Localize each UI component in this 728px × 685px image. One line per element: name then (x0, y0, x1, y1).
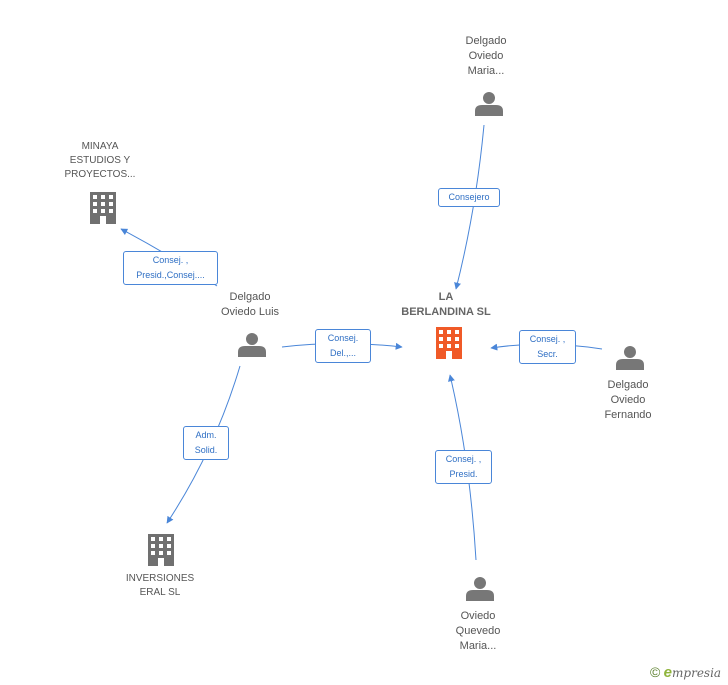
person-icon[interactable] (616, 346, 644, 370)
node-label-delgado-fernando[interactable]: Delgado Oviedo Fernando (578, 378, 678, 423)
label-line: Delgado (607, 379, 649, 391)
building-icon[interactable] (436, 327, 462, 359)
relation-line: Adm. (195, 430, 217, 440)
relation-line: Solid. (194, 445, 218, 455)
label-line: Fernando (604, 409, 652, 421)
relation-badge-luis-berlandina[interactable]: Consej. Del.,... (315, 329, 371, 363)
label-line: Quevedo (455, 625, 501, 637)
relation-badge-consejero[interactable]: Consejero (438, 188, 500, 207)
node-label-oviedo-maria[interactable]: Oviedo Quevedo Maria... (428, 609, 528, 654)
relation-line: Secr. (537, 349, 558, 359)
label-line: Oviedo (468, 50, 504, 62)
label-line: MINAYA (81, 141, 119, 152)
brand-footer[interactable]: © empresia (650, 664, 721, 682)
label-line: BERLANDINA SL (401, 306, 491, 318)
label-line: Oviedo (460, 610, 496, 622)
relation-badge-oviedo-berlandina[interactable]: Consej. , Presid. (435, 450, 492, 484)
relation-badge-luis-minaya[interactable]: Consej. , Presid.,Consej.... (123, 251, 218, 285)
person-icon[interactable] (466, 577, 494, 601)
node-label-minaya[interactable]: MINAYA ESTUDIOS Y PROYECTOS... (50, 140, 150, 182)
copyright-icon: © (650, 664, 661, 680)
relation-line: Consej. , (529, 334, 566, 344)
label-line: INVERSIONES (125, 573, 195, 584)
label-line: Oviedo (610, 394, 646, 406)
node-label-delgado-luis[interactable]: Delgado Oviedo Luis (200, 290, 300, 320)
relation-badge-luis-inversiones[interactable]: Adm. Solid. (183, 426, 229, 460)
label-line: Delgado (465, 35, 507, 47)
label-line: ERAL SL (139, 587, 181, 598)
person-icon[interactable] (238, 333, 266, 357)
label-line: Delgado (229, 291, 271, 303)
edge-maria-to-berlandina (454, 124, 485, 290)
label-line: Maria... (459, 640, 497, 652)
relation-line: Consej. (327, 333, 359, 343)
brand-logo-text: mpresia (672, 666, 722, 680)
label-line: ESTUDIOS Y (69, 155, 131, 166)
label-line: LA (438, 291, 454, 303)
relation-line: Presid.,Consej.... (136, 270, 205, 280)
node-label-inversiones[interactable]: INVERSIONES ERAL SL (110, 572, 210, 600)
label-line: PROYECTOS... (64, 169, 136, 180)
relation-line: Presid. (449, 469, 478, 479)
label-line: Maria... (467, 65, 505, 77)
relation-line: Consej. , (445, 454, 482, 464)
node-label-la-berlandina[interactable]: LA BERLANDINA SL (386, 290, 506, 320)
person-icon[interactable] (475, 92, 503, 116)
relation-line: Del.,... (329, 348, 356, 358)
building-icon[interactable] (90, 192, 116, 224)
relation-line: Consejero (448, 192, 490, 202)
relation-badge-fernando-berlandina[interactable]: Consej. , Secr. (519, 330, 576, 364)
relation-line: Consej. , (152, 255, 189, 265)
node-label-delgado-maria[interactable]: Delgado Oviedo Maria... (436, 34, 536, 79)
brand-logo-letter: e (663, 664, 673, 681)
building-icon[interactable] (148, 534, 174, 566)
label-line: Oviedo Luis (220, 306, 280, 318)
